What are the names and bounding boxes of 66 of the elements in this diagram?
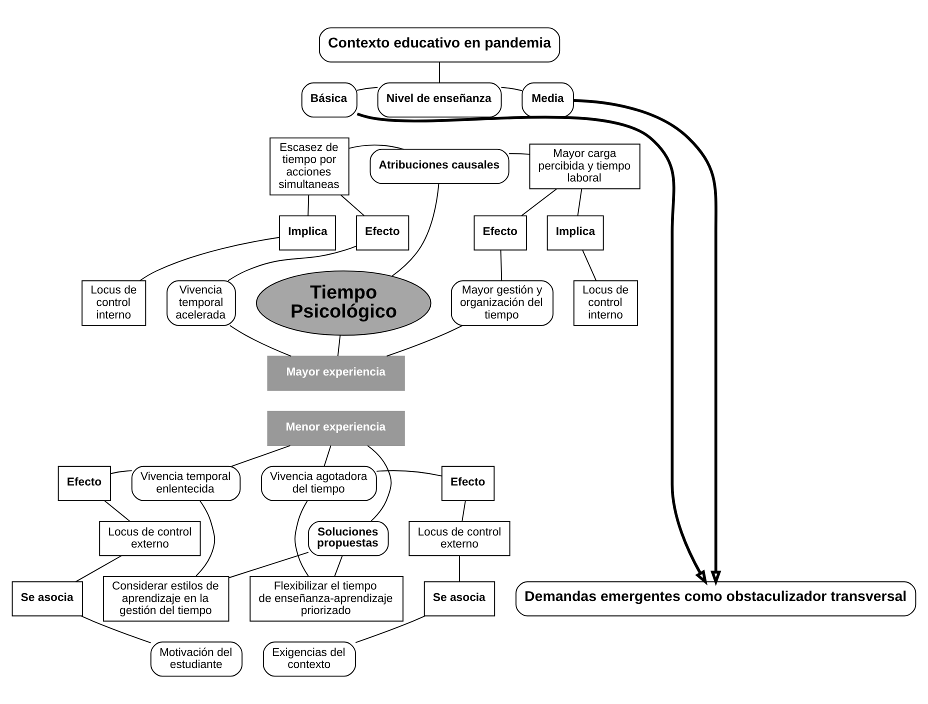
connector [459,555,460,582]
connector [348,144,404,150]
node-box: Mayor carga percibida y tiempo laboral [529,144,640,190]
connector [439,62,440,84]
connector [228,552,309,578]
connector [229,325,292,357]
node-box: Soluciones propuestas [308,520,389,556]
node-box: Nivel de enseñanza [377,82,502,118]
connector [386,325,463,357]
connector [462,500,466,522]
connector [110,470,132,474]
connector [500,250,502,282]
node-box: Implica [279,215,336,250]
node-box: Locus de control externo [408,520,510,556]
connector [231,445,291,467]
node-box: Flexibilizar el tiempo de enseñanza-aprendizaje priorizado [250,576,404,622]
node-box: Contexto educativo en pandemia [318,27,560,62]
node-box: Vivencia temporal enlentecida [131,466,241,502]
connector [334,555,343,577]
node-box: Demandas emergentes como obstaculizador transversal [516,581,916,616]
arrow [573,99,722,586]
connector [521,188,558,216]
node-box: Atribuciones causales [370,148,510,184]
node-box: Efecto [356,215,410,250]
node-box: Se asocia [12,581,83,616]
node-box: Media [522,82,574,118]
connector [104,500,131,522]
connector [577,188,582,216]
node-box: Menor experiencia [267,410,405,446]
node-box: Efecto [474,215,527,250]
node-box: Efecto [441,466,495,502]
connector [196,500,216,577]
arrow [356,112,708,586]
node-box: Mayor gestión y organización del tiempo [450,280,554,326]
node-box: Se asocia [424,581,496,616]
node-box: Considerar estilos de aprendizaje en la gestión del tiempo [102,576,230,622]
connector [308,194,310,216]
node-box: Implica [546,215,604,250]
node-box: Exigencias del contexto [262,642,356,677]
node-box: Locus de control interno [573,280,638,326]
connector [75,555,122,582]
node-box: Básica [301,82,358,118]
connector [582,250,597,282]
connector [355,616,426,644]
node-box: Locus de control externo [99,520,201,556]
connector [140,236,280,282]
connector [294,500,309,577]
connector [340,194,365,216]
connector [392,183,440,276]
node-box: Escasez de tiempo por acciones simultaneas [270,137,350,196]
connector [376,470,442,476]
connector [80,616,152,644]
connector [337,334,341,357]
connector [324,445,332,467]
node-box: Motivación del estudiante [150,642,243,677]
node-box: Vivencia temporal acelerada [166,280,236,326]
connector [367,445,392,522]
node-ellipse: Tiempo Psicológico [256,270,432,336]
node-box: Locus de control interno [82,280,146,326]
connector [500,86,522,92]
node-box: Vivencia agotadora del tiempo [261,466,377,502]
node-box: Mayor experiencia [267,356,405,391]
connector [228,246,357,282]
connector [356,86,378,91]
connector [508,153,530,155]
node-box: Efecto [58,466,112,502]
